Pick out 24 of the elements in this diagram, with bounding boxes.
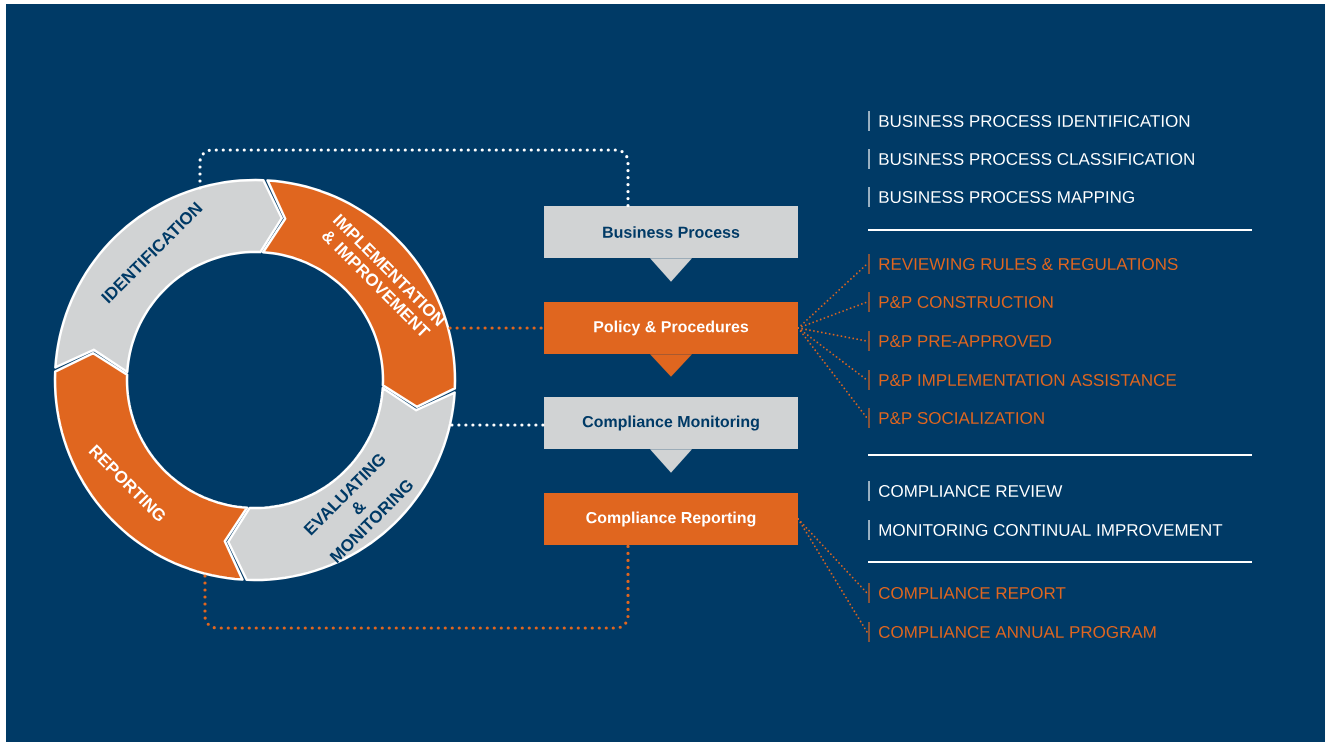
list-item: COMPLIANCE REVIEW xyxy=(868,480,1063,502)
list-item: BUSINESS PROCESS IDENTIFICATION xyxy=(868,110,1190,132)
side-item: REVIEWING RULES & REGULATIONS xyxy=(868,253,1178,275)
dotted-connector xyxy=(450,423,546,427)
process-box: Compliance Reporting xyxy=(544,493,798,545)
side-item: P&P IMPLEMENTATION ASSISTANCE xyxy=(868,369,1176,391)
side-item: P&P CONSTRUCTION xyxy=(868,291,1053,313)
side-item: P&P PRE-APPROVED xyxy=(868,330,1052,352)
dotted-connector xyxy=(448,326,546,330)
down-chevron xyxy=(650,449,692,473)
dotted-connector xyxy=(797,518,868,594)
side-item: COMPLIANCE ANNUAL PROGRAM xyxy=(868,621,1156,643)
dotted-connector xyxy=(797,263,868,329)
list-item: BUSINESS PROCESS CLASSIFICATION xyxy=(868,148,1194,170)
list-item: BUSINESS PROCESS MAPPING xyxy=(868,186,1134,208)
dotted-connector xyxy=(797,327,868,419)
dotted-connector xyxy=(797,518,868,633)
dotted-connector xyxy=(203,543,630,630)
list-item: MONITORING CONTINUAL IMPROVEMENT xyxy=(868,519,1223,541)
down-chevron xyxy=(650,258,692,282)
side-item: P&P SOCIALIZATION xyxy=(868,407,1044,429)
side-item: COMPLIANCE REPORT xyxy=(868,582,1066,604)
down-chevron xyxy=(650,354,692,377)
dotted-connector xyxy=(198,148,630,208)
